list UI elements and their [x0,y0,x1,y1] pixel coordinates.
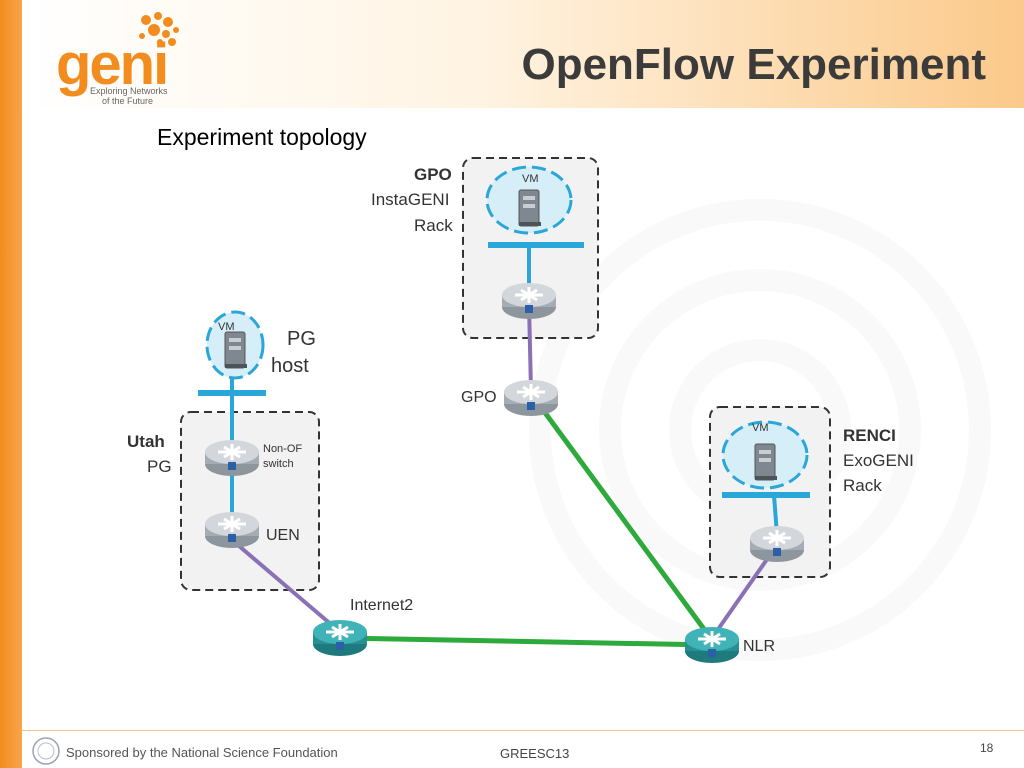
utah-pg-box [180,411,320,591]
nlr-router-icon [683,625,741,665]
uen-label: UEN [266,527,300,544]
renci-rack-switch-icon [748,524,806,564]
link-uen-internet2 [230,538,342,634]
link-internet2-nlr [339,635,713,648]
sponsor-text: Sponsored by the National Science Founda… [66,745,338,760]
non-of-switch-label-1: Non-OF [263,443,302,455]
link-gpo-nlr [529,393,715,642]
header-band [22,0,1024,108]
slide-subtitle: Experiment topology [157,124,367,150]
renci-site-sub2: Rack [843,476,882,495]
pghost-vm-server-icon [224,331,248,369]
non-of-switch-label-2: switch [263,458,294,470]
non-of-switch-icon [203,438,261,478]
uen-switch-icon [203,510,261,550]
pghost-vm-label: VM [218,321,235,333]
pghost-line1: PG [287,328,316,350]
pghost-line2: host [271,355,309,377]
gpo-switch-icon [502,378,560,418]
gpo-rack-switch-icon [500,281,558,321]
gpo-vm-server-icon [518,189,542,227]
left-accent-bar [0,0,22,768]
renci-site-name: RENCI [843,426,896,445]
nsf-seal-icon [32,737,60,765]
gpo-site-sub2: Rack [414,216,453,235]
link-gpo-rack-gpo [527,304,533,391]
geni-logo: geni Exploring Networks of the Future [50,6,200,106]
utah-site-name: Utah [127,432,165,451]
logo-wordmark: geni [56,32,169,97]
event-name: GREESC13 [500,746,570,761]
page-number: 18 [980,741,994,755]
renci-site-sub1: ExoGENI [843,451,914,470]
gpo-site-sub1: InstaGENI [371,190,449,209]
gpo-vm-label: VM [522,173,539,185]
gpo-site-name: GPO [414,165,452,184]
gpo-switch-label: GPO [461,389,497,406]
utah-site-sub1: PG [147,457,172,476]
renci-vm-label: VM [752,422,769,434]
logo-tagline: Exploring Networks of the Future [90,86,168,106]
slide-title: OpenFlow Experiment [521,40,986,89]
renci-vm-server-icon [754,443,778,481]
internet2-router-icon [311,618,369,658]
footer-divider [22,730,1024,731]
nlr-label: NLR [743,638,775,655]
internet2-label: Internet2 [350,597,413,614]
logo-dots-icon [139,12,179,46]
